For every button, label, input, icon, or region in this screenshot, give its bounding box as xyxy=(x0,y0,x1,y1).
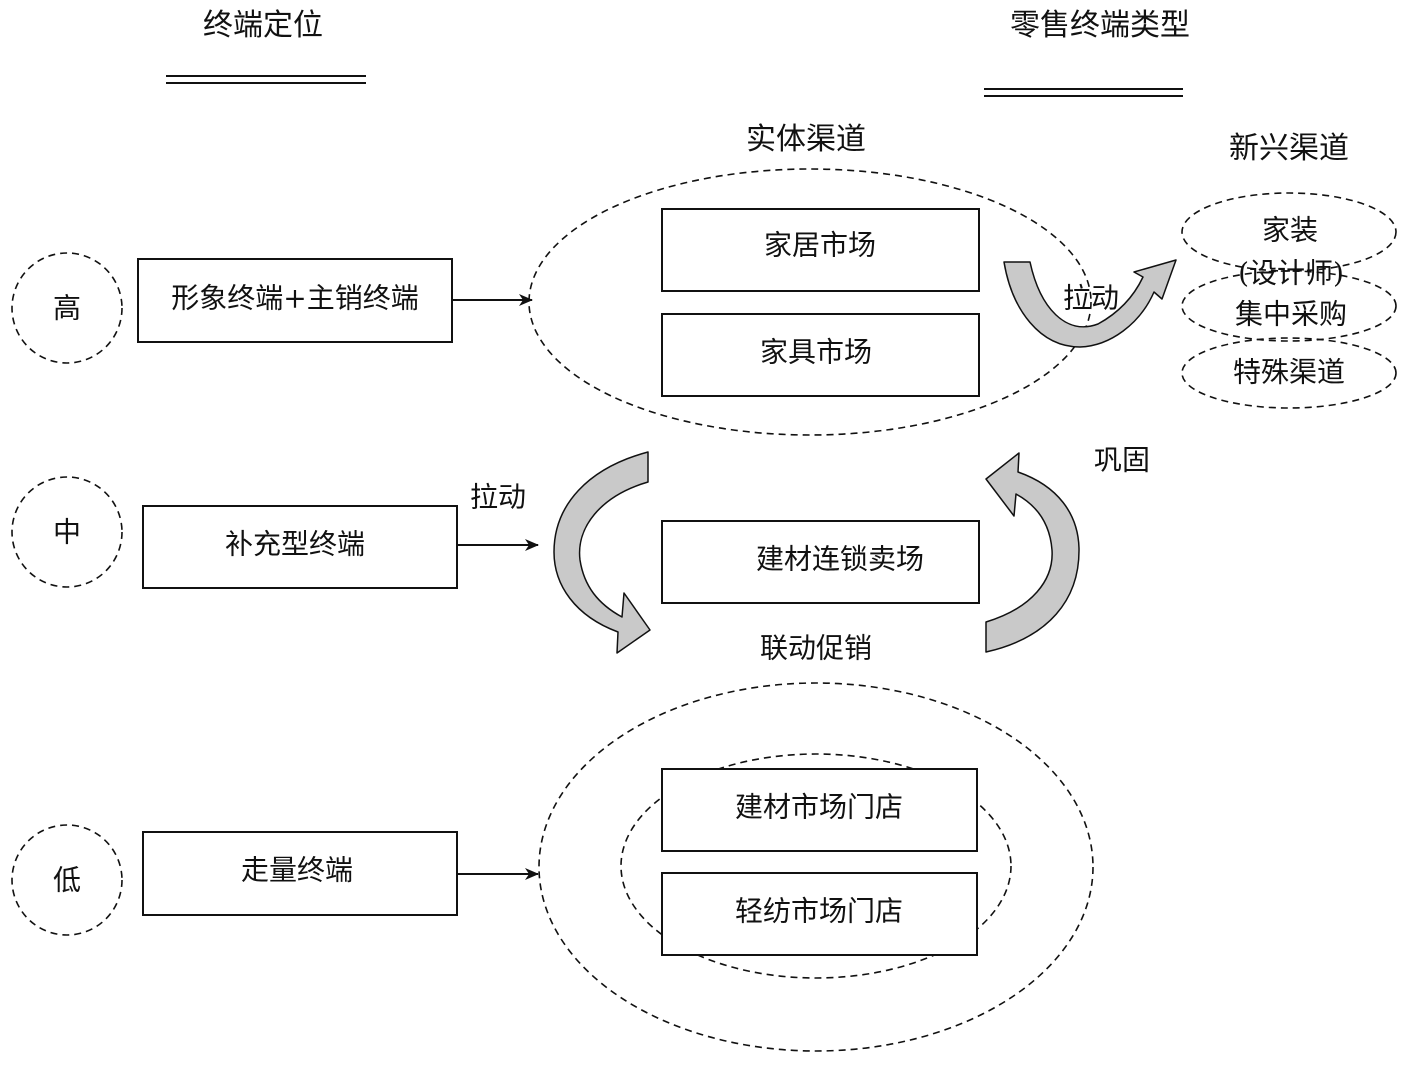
physical-channel-group: 实体渠道 家居市场 家具市场 xyxy=(528,122,1092,436)
terminal-high: 形象终端+主销终端 xyxy=(137,258,453,343)
pull-label-mid: 拉动 xyxy=(470,481,526,514)
low-outer-ellipse xyxy=(538,682,1094,1052)
building-market-store-box xyxy=(661,768,978,852)
low-store-group: 建材市场门店 轻纺市场门店 xyxy=(538,682,1094,1052)
centralized-purchase-label: 集中采购 xyxy=(1235,298,1347,331)
centralized-purchase-ellipse xyxy=(1181,270,1397,342)
level-low-circle xyxy=(11,824,123,936)
chain-store-label: 建材连锁卖场 xyxy=(756,543,924,576)
level-low: 低 xyxy=(11,824,123,936)
chain-store-box xyxy=(661,520,980,604)
home-decoration-label: 家装 xyxy=(1262,214,1318,247)
level-high-label: 高 xyxy=(53,292,81,325)
special-channel-label: 特殊渠道 xyxy=(1233,356,1345,389)
terminal-mid: 补充型终端 xyxy=(142,505,458,589)
furniture-market-label: 家具市场 xyxy=(760,336,872,369)
consolidate-label: 巩固 xyxy=(1094,444,1150,477)
pull-curve-arrow-top xyxy=(1003,259,1177,348)
joint-promotion-label: 联动促销 xyxy=(760,632,872,665)
level-high: 高 xyxy=(11,252,123,364)
home-market-box xyxy=(661,208,980,292)
level-low-label: 低 xyxy=(53,864,81,897)
physical-channel-ellipse xyxy=(528,168,1092,436)
terminal-mid-box xyxy=(142,505,458,589)
home-decoration-ellipse xyxy=(1181,192,1397,272)
emerging-channel-group: 新兴渠道 家装 (设计师) 集中采购 特殊渠道 xyxy=(1181,131,1397,409)
physical-channel-title: 实体渠道 xyxy=(746,122,866,157)
terminal-high-label: 形象终端+主销终端 xyxy=(171,282,418,315)
home-market-label: 家居市场 xyxy=(764,229,876,262)
header-retail-terminal-type: 零售终端类型 xyxy=(1010,8,1190,43)
furniture-market-box xyxy=(661,313,980,397)
level-mid: 中 xyxy=(11,476,123,588)
textile-market-store-label: 轻纺市场门店 xyxy=(735,895,903,928)
terminal-low-label: 走量终端 xyxy=(241,854,353,887)
header-terminal-position: 终端定位 xyxy=(203,8,323,43)
low-inner-ellipse xyxy=(620,753,1012,979)
level-high-circle xyxy=(11,252,123,364)
terminal-low: 走量终端 xyxy=(142,831,458,916)
pull-label-top: 拉动 xyxy=(1063,282,1119,315)
pull-curve-arrow-mid xyxy=(553,451,651,654)
level-mid-circle xyxy=(11,476,123,588)
textile-market-store-box xyxy=(661,872,978,956)
designer-label: (设计师) xyxy=(1238,257,1344,290)
building-market-store-label: 建材市场门店 xyxy=(735,791,903,824)
consolidate-curve-arrow xyxy=(985,452,1080,653)
special-channel-ellipse xyxy=(1181,337,1397,409)
terminal-mid-label: 补充型终端 xyxy=(225,528,365,561)
level-mid-label: 中 xyxy=(53,516,81,549)
terminal-high-box xyxy=(137,258,453,343)
emerging-channel-title: 新兴渠道 xyxy=(1229,131,1349,166)
